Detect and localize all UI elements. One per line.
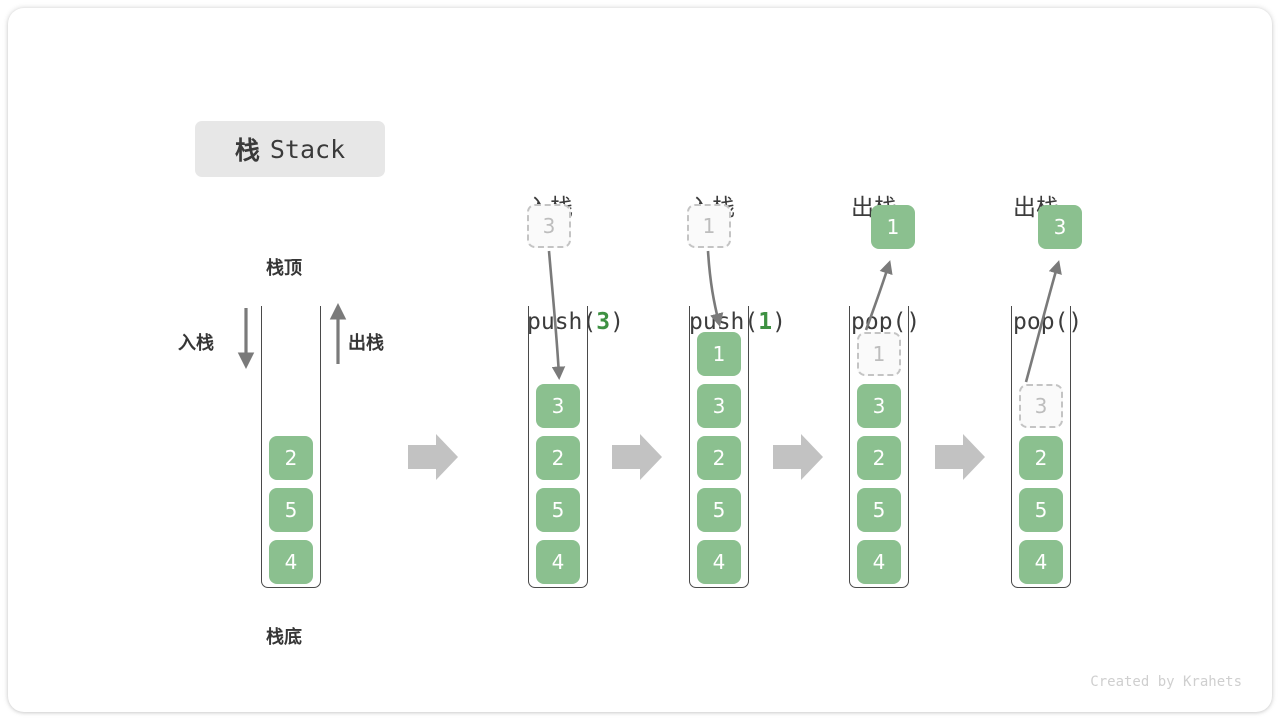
transition-arrow-3 bbox=[773, 434, 823, 480]
stack-container-push1: 1 3 2 5 4 bbox=[689, 306, 749, 588]
stack-cell: 2 bbox=[536, 436, 580, 480]
stack-cell: 4 bbox=[1019, 540, 1063, 584]
op-code-push1: push(1) bbox=[689, 309, 786, 335]
title-chip: 栈 Stack bbox=[195, 121, 385, 177]
stack-cell: 5 bbox=[536, 488, 580, 532]
stack-cell: 4 bbox=[536, 540, 580, 584]
stack-walls bbox=[1011, 306, 1071, 588]
outgoing-box-pop3: 3 bbox=[1038, 205, 1082, 249]
stack-cells-pop1: 1 3 2 5 4 bbox=[849, 324, 909, 584]
stack-walls bbox=[849, 306, 909, 588]
stack-top-label: 栈顶 bbox=[266, 258, 302, 279]
stack-cells-push1: 1 3 2 5 4 bbox=[689, 324, 749, 584]
stack-cell: 3 bbox=[1019, 384, 1063, 428]
title-cn: 栈 bbox=[234, 136, 260, 165]
stack-container-pop1: 1 3 2 5 4 bbox=[849, 306, 909, 588]
pop-direction-label: 出栈 bbox=[348, 333, 384, 354]
stack-cell: 4 bbox=[697, 540, 741, 584]
stack-cell: 1 bbox=[857, 332, 901, 376]
stack-cell: 5 bbox=[857, 488, 901, 532]
transition-arrow-2 bbox=[612, 434, 662, 480]
footer-credit: Created by Krahets bbox=[1090, 674, 1242, 690]
stack-walls bbox=[689, 306, 749, 588]
stack-container-pop3: 3 2 5 4 bbox=[1011, 306, 1071, 588]
stack-cell: 3 bbox=[536, 384, 580, 428]
stack-cell: 2 bbox=[1019, 436, 1063, 480]
stack-container-initial: 2 5 4 bbox=[261, 306, 321, 588]
stack-container-push3: 3 2 5 4 bbox=[528, 306, 588, 588]
stack-cell: 4 bbox=[857, 540, 901, 584]
incoming-ghost-box-push3: 3 bbox=[527, 204, 571, 248]
op-label-push3: 入栈 push(3) bbox=[527, 113, 624, 417]
stack-cell: 2 bbox=[697, 436, 741, 480]
outgoing-box-pop1: 1 bbox=[871, 205, 915, 249]
stack-cell: 5 bbox=[697, 488, 741, 532]
stack-walls bbox=[261, 306, 321, 588]
arrow-overlay bbox=[237, 250, 1062, 480]
stack-cell: 2 bbox=[857, 436, 901, 480]
op-code-push3: push(3) bbox=[527, 309, 624, 335]
diagram-card: 栈 Stack 栈顶 栈底 入栈 出栈 2 5 4 入栈 push(3) 3 3 2 5 4… bbox=[8, 8, 1272, 712]
transition-arrow-1 bbox=[408, 434, 458, 480]
stack-cell: 3 bbox=[697, 384, 741, 428]
stack-cell: 1 bbox=[697, 332, 741, 376]
stack-cell: 5 bbox=[269, 488, 313, 532]
stack-bottom-label: 栈底 bbox=[266, 627, 302, 648]
transition-arrow-4 bbox=[935, 434, 985, 480]
title-en: Stack bbox=[269, 134, 346, 164]
stack-cells-pop3: 3 2 5 4 bbox=[1011, 376, 1071, 584]
incoming-ghost-box-push1: 1 bbox=[687, 204, 731, 248]
push-direction-label: 入栈 bbox=[178, 333, 214, 354]
stack-cells-initial: 2 5 4 bbox=[261, 428, 321, 584]
stack-cell: 5 bbox=[1019, 488, 1063, 532]
stack-cell: 3 bbox=[857, 384, 901, 428]
stack-cells-push3: 3 2 5 4 bbox=[528, 376, 588, 584]
stack-cell: 2 bbox=[269, 436, 313, 480]
stack-cell: 4 bbox=[269, 540, 313, 584]
stack-walls bbox=[528, 306, 588, 588]
